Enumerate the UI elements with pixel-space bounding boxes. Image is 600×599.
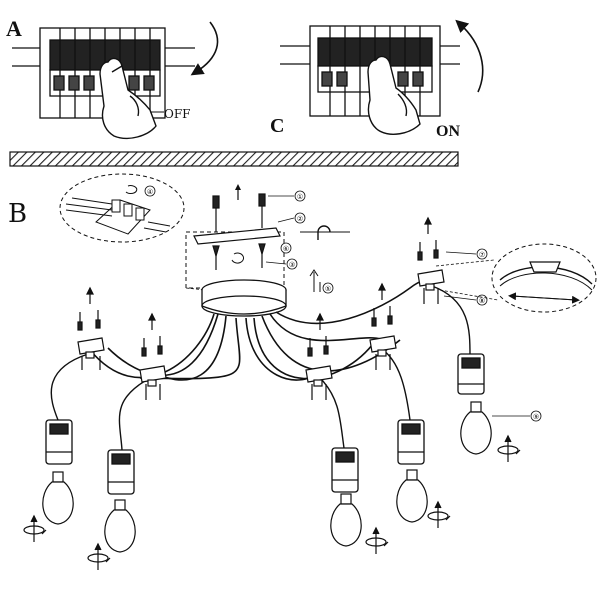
mounting-bracket-detail: ① ② ⑥ ③ ⑤ xyxy=(185,184,350,294)
terminal-block-detail: ④ xyxy=(59,173,185,243)
screw-in-arrows xyxy=(23,434,521,570)
callout-3: ③ xyxy=(289,261,295,269)
ceiling-bar xyxy=(9,151,459,167)
bulb-icon xyxy=(460,401,492,455)
light-bulbs xyxy=(42,401,492,553)
panel-a-label: A xyxy=(6,16,22,41)
arm-fittings xyxy=(77,216,445,400)
socket xyxy=(45,419,73,465)
turn-on-arrow-icon xyxy=(455,19,484,93)
socket xyxy=(331,447,359,493)
callout-5: ⑤ xyxy=(325,285,331,293)
callout-7: ⑦ xyxy=(479,251,485,259)
rotate-icon xyxy=(231,252,244,264)
rotate-arrow-icon xyxy=(427,500,451,528)
panel-c-breaker-on: C ON xyxy=(270,19,484,140)
rotate-arrow-icon xyxy=(365,526,389,554)
callout-8: ⑧ xyxy=(479,297,485,305)
socket xyxy=(107,449,135,495)
ceiling-canopy xyxy=(201,279,287,317)
callout-9: ⑨ xyxy=(533,413,539,421)
bulb-icon xyxy=(42,471,74,525)
socket xyxy=(457,353,485,395)
bulb-icon xyxy=(104,499,136,553)
callout-4: ④ xyxy=(147,188,153,196)
bulb-icon xyxy=(330,493,362,547)
hand-c xyxy=(367,55,421,135)
panel-c-label: C xyxy=(270,115,284,137)
rotate-icon xyxy=(125,185,138,195)
callout-6: ⑥ xyxy=(283,245,289,253)
switch-off-label: OFF xyxy=(164,107,191,121)
rotate-arrow-icon xyxy=(87,542,111,570)
panel-a-breaker-off: A OFF xyxy=(6,16,219,140)
switch-on-label: ON xyxy=(436,123,460,140)
bulb-icon xyxy=(396,469,428,523)
turn-off-arrow-icon xyxy=(190,21,219,76)
callout-2: ② xyxy=(297,215,303,223)
fitting-detail-oval xyxy=(435,243,597,313)
hook-icon xyxy=(317,225,331,240)
callout-1: ① xyxy=(297,193,303,201)
rotate-arrow-icon xyxy=(497,434,521,462)
lamp-sockets xyxy=(45,353,485,495)
socket xyxy=(397,419,425,465)
hand-a xyxy=(99,57,157,140)
rotate-arrow-icon xyxy=(23,514,47,542)
panel-b-label: B xyxy=(8,199,27,229)
